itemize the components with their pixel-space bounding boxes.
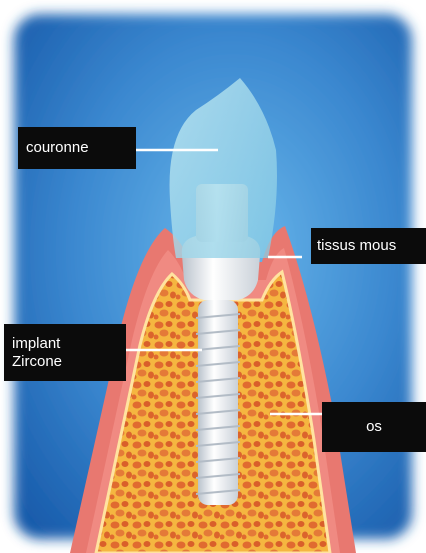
label-implant-line2: Zircone: [12, 353, 62, 371]
label-crown: couronne: [18, 127, 136, 169]
label-soft-tissue-text: tissus mous: [317, 237, 396, 255]
label-implant: implant Zircone: [4, 324, 126, 381]
label-bone: os: [322, 402, 426, 452]
label-crown-text: couronne: [26, 139, 89, 157]
label-soft-tissue: tissus mous: [311, 228, 426, 264]
label-bone-text: os: [366, 418, 382, 436]
label-implant-line1: implant: [12, 335, 60, 353]
